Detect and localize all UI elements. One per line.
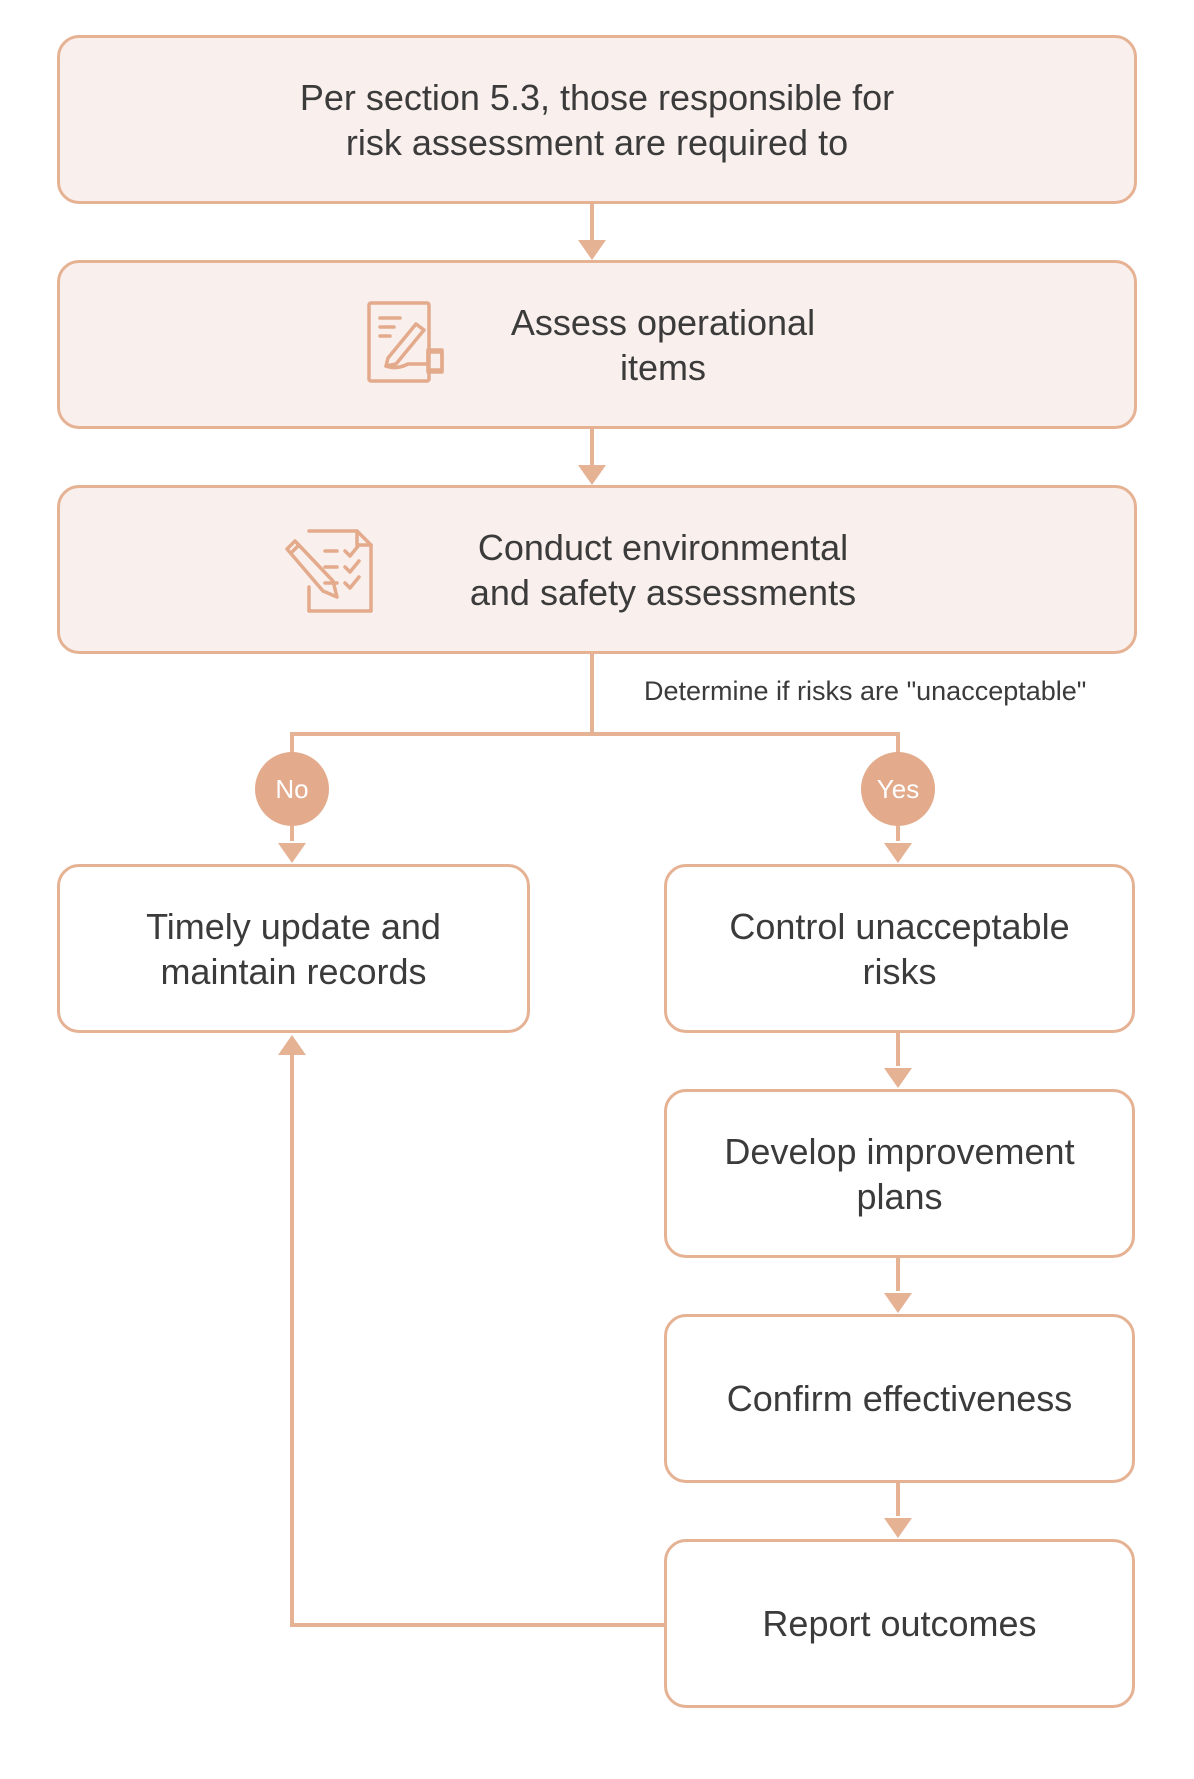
step-update-text: Timely update and maintain records xyxy=(146,905,441,992)
branch-yes-badge: Yes xyxy=(861,752,935,826)
arrowhead-control-develop xyxy=(884,1068,912,1088)
step-confirm-text: Confirm effectiveness xyxy=(726,1378,1073,1419)
step-confirm: Confirm effectiveness xyxy=(664,1314,1135,1483)
arrowhead-no-update xyxy=(278,843,306,863)
step-conduct-text: Conduct environmental and safety assessm… xyxy=(469,527,857,613)
arrowhead-confirm-report xyxy=(884,1518,912,1538)
connector-report-update-loop xyxy=(290,1052,664,1627)
step-report: Report outcomes xyxy=(664,1539,1135,1708)
arrowhead-assess-conduct xyxy=(578,465,606,485)
step-conduct: Conduct environmental and safety assessm… xyxy=(57,485,1137,654)
connector-split-branches xyxy=(290,732,900,764)
step-control: Control unacceptable risks xyxy=(664,864,1135,1033)
arrowhead-intro-assess xyxy=(578,240,606,260)
arrowhead-loop-update xyxy=(278,1035,306,1055)
step-update: Timely update and maintain records xyxy=(57,864,530,1033)
checklist-pencil-icon xyxy=(285,529,373,613)
step-report-text: Report outcomes xyxy=(762,1603,1037,1644)
decision-text: Determine if risks are "unacceptable" xyxy=(644,676,1087,706)
arrowhead-develop-confirm xyxy=(884,1293,912,1313)
step-develop: Develop improvement plans xyxy=(664,1089,1135,1258)
branch-no-badge: No xyxy=(255,752,329,826)
step-assess: Assess operational items xyxy=(57,260,1137,429)
step-assess-text: Assess operational items xyxy=(510,302,816,388)
step-intro-text: Per section 5.3, those responsible for r… xyxy=(299,76,895,163)
signing-document-icon xyxy=(367,301,444,383)
arrowhead-yes-control xyxy=(884,843,912,863)
step-control-text: Control unacceptable risks xyxy=(729,905,1070,992)
step-intro: Per section 5.3, those responsible for r… xyxy=(57,35,1137,204)
step-develop-text: Develop improvement plans xyxy=(724,1130,1075,1217)
